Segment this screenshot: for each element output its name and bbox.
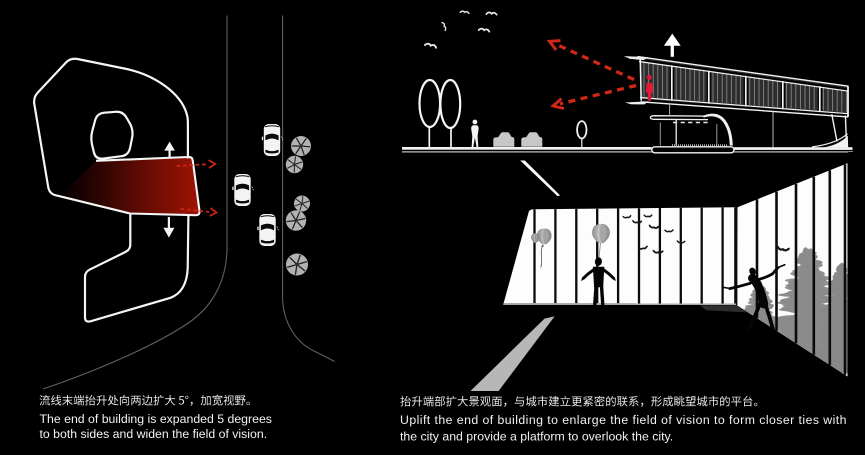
svg-text:the city and provide a platfor: the city and provide a platform to overl… xyxy=(400,430,673,444)
svg-text:The end of building is expande: The end of building is expanded 5 degree… xyxy=(40,412,272,426)
svg-text:to both sides and widen the fi: to both sides and widen the field of vis… xyxy=(40,427,268,441)
svg-text:Uplift the end of building to: Uplift the end of building to enlarge th… xyxy=(400,413,847,427)
